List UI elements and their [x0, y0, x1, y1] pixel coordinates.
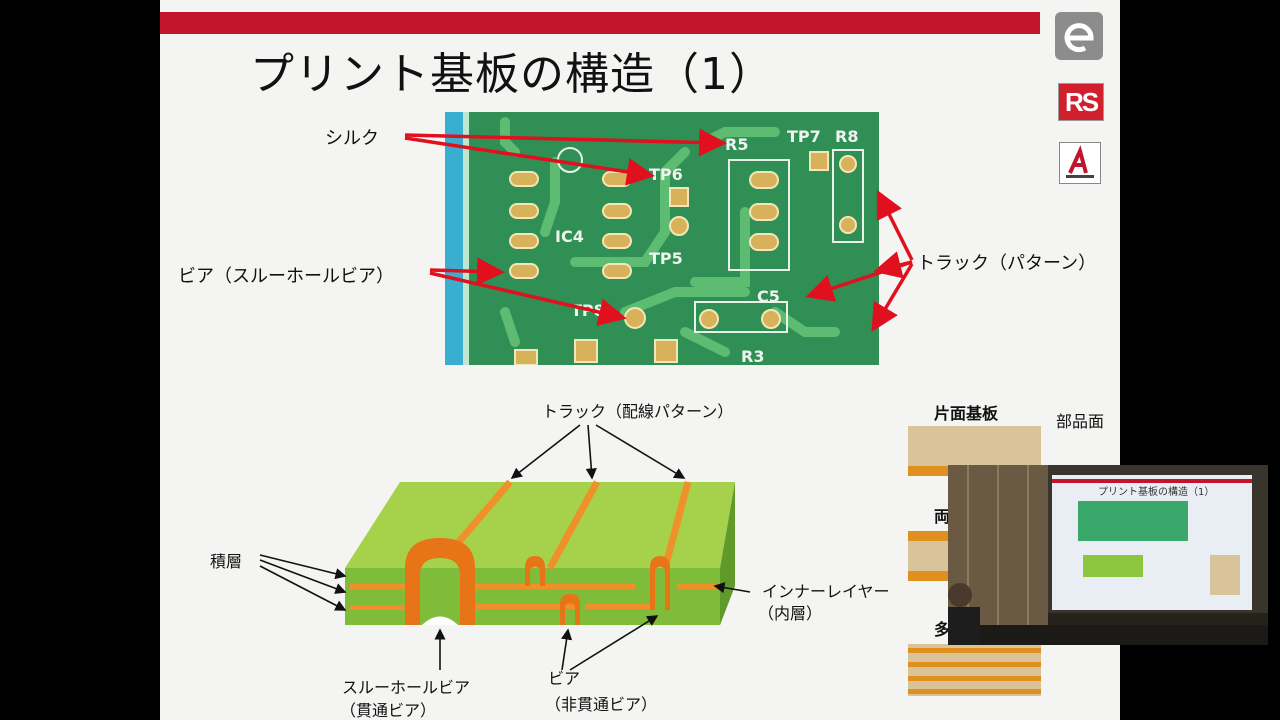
silk-tp8: TP8 — [571, 301, 605, 320]
diagram-track-label: トラック（配線パターン） — [542, 402, 734, 421]
slide-title: プリント基板の構造（1） — [250, 49, 774, 100]
title-bar-accent — [160, 12, 1040, 34]
via-label: ビア（スルーホールビア） — [178, 266, 394, 287]
blind-via-label: ビア — [548, 669, 581, 688]
silk-label: シルク — [325, 128, 379, 149]
component-side-label: 部品面 — [1056, 412, 1105, 431]
single-sided-label: 片面基板 — [934, 404, 999, 423]
inner-layer-sublabel: （内層） — [758, 604, 823, 623]
video-frame: プリント基板の構造（1） — [948, 465, 1268, 645]
a-logo-icon — [1059, 142, 1101, 184]
silk-ic4: IC4 — [555, 227, 584, 246]
through-via-label: スルーホールビア — [342, 678, 471, 697]
silk-r8: R8 — [835, 127, 858, 146]
silk-r5: R5 — [725, 135, 748, 154]
diagram-lamination-label: 積層 — [210, 552, 243, 571]
track-label: トラック（パターン） — [917, 253, 1097, 274]
lecture-video-inset[interactable]: プリント基板の構造（1） — [948, 465, 1268, 645]
pcb-photo: R5 TP7 R8 TP6 IC4 TP5 C5 R3 TP8 — [445, 112, 879, 365]
pcb-cross-section-diagram — [259, 424, 751, 671]
silk-tp7: TP7 — [787, 127, 821, 146]
silk-tp6: TP6 — [649, 165, 683, 184]
multilayer-partial-label: 多 — [934, 620, 951, 639]
silk-r3: R3 — [741, 347, 764, 365]
silk-tp5: TP5 — [649, 249, 683, 268]
inner-layer-label: インナーレイヤー — [762, 582, 890, 601]
video-inset-slide-title: プリント基板の構造（1） — [1098, 485, 1214, 498]
double-sided-partial-label: 両 — [934, 507, 951, 526]
e-logo-icon — [1055, 12, 1103, 60]
silk-c5: C5 — [757, 287, 780, 306]
through-via-sublabel: （貫通ビア） — [340, 701, 437, 720]
rs-logo-icon: RS — [1058, 83, 1104, 121]
blind-via-sublabel: （非貫通ビア） — [545, 695, 658, 714]
